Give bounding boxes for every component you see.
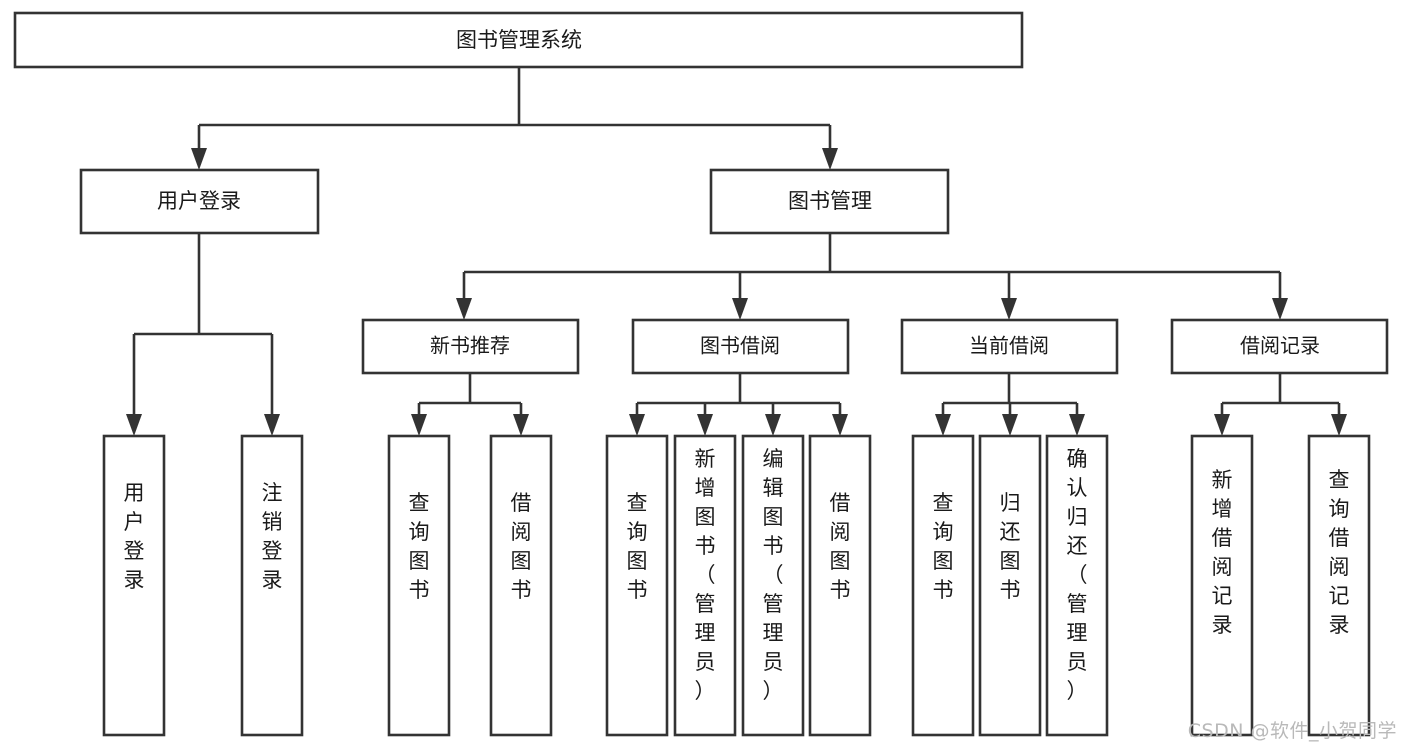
leaf-query-record-label: 查询借阅记录 [1329,468,1350,637]
node-current-borrow-label: 当前借阅 [969,334,1049,358]
node-user-login[interactable]: 用户登录 [79,168,320,235]
arrow-leaf-user-login [126,414,142,436]
leaf-add-book[interactable]: 新增图书（管理员） [673,434,737,737]
leaf-add-book-label: 新增图书（管理员） [695,447,716,703]
arrow-leaf-add-book [697,414,713,436]
arrow-current-borrow [1001,298,1017,320]
node-borrow-record-label: 借阅记录 [1240,334,1320,358]
leaf-query-book-2-box[interactable] [605,434,669,737]
leaf-query-record-box[interactable] [1307,434,1371,737]
leaf-add-book-box[interactable] [673,434,737,737]
leaf-logout-box[interactable] [240,434,304,737]
node-root-box[interactable] [13,11,1024,69]
leaf-borrow-book-2[interactable]: 借阅图书 [808,434,872,737]
leaf-confirm-return-box[interactable] [1045,434,1109,737]
arrow-leaf-query-record [1331,414,1347,436]
node-new-book-recommend[interactable]: 新书推荐 [361,318,580,375]
node-root[interactable]: 图书管理系统 [13,11,1024,69]
node-book-manage-label: 图书管理 [788,189,872,213]
arrow-leaf-edit-book [765,414,781,436]
node-borrow-record-box[interactable] [1170,318,1389,375]
leaf-borrow-book-2-label: 借阅图书 [830,491,851,602]
node-book-borrow-label: 图书借阅 [700,334,780,358]
node-current-borrow[interactable]: 当前借阅 [900,318,1119,375]
leaf-edit-book-label: 编辑图书（管理员） [763,447,784,703]
arrow-leaf-return-book [1002,414,1018,436]
arrow-leaf-logout [264,414,280,436]
leaf-user-login-box[interactable] [102,434,166,737]
leaf-borrow-book-1-box[interactable] [489,434,553,737]
leaf-confirm-return[interactable]: 确认归还（管理员） [1045,434,1109,737]
node-book-manage[interactable]: 图书管理 [709,168,950,235]
csdn-watermark: CSDN @软件_小贺同学 [1187,720,1397,742]
arrow-leaf-borrow-book-1 [513,414,529,436]
node-current-borrow-box[interactable] [900,318,1119,375]
connector-layer [126,67,1347,436]
node-book-borrow[interactable]: 图书借阅 [631,318,850,375]
leaf-query-book-3-box[interactable] [911,434,975,737]
node-book-borrow-box[interactable] [631,318,850,375]
leaf-query-book-3-label: 查询图书 [933,491,954,602]
leaf-add-record-label: 新增借阅记录 [1212,468,1233,637]
leaf-query-book-2-label: 查询图书 [627,491,648,602]
leaf-add-record-box[interactable] [1190,434,1254,737]
arrow-leaf-borrow-book-2 [832,414,848,436]
arrow-user-login [191,148,207,170]
leaf-confirm-return-label: 确认归还（管理员） [1067,447,1088,703]
leaf-query-book-3[interactable]: 查询图书 [911,434,975,737]
leaf-logout[interactable]: 注销登录 [240,434,304,737]
leaf-return-book-label: 归还图书 [1000,491,1021,602]
leaf-query-book-1[interactable]: 查询图书 [387,434,451,737]
leaf-borrow-book-1-label: 借阅图书 [511,491,532,602]
node-new-book-recommend-box[interactable] [361,318,580,375]
leaf-add-record[interactable]: 新增借阅记录 [1190,434,1254,737]
arrow-leaf-add-record [1214,414,1230,436]
leaf-query-book-1-box[interactable] [387,434,451,737]
leaf-return-book[interactable]: 归还图书 [978,434,1042,737]
leaf-query-book-2[interactable]: 查询图书 [605,434,669,737]
leaf-edit-book[interactable]: 编辑图书（管理员） [741,434,805,737]
arrow-new-book-recommend [456,298,472,320]
leaf-borrow-book-2-box[interactable] [808,434,872,737]
node-user-login-box[interactable] [79,168,320,235]
node-book-manage-box[interactable] [709,168,950,235]
leaf-query-book-1-label: 查询图书 [409,491,430,602]
leaf-user-login[interactable]: 用户登录 [102,434,166,737]
leaf-query-record[interactable]: 查询借阅记录 [1307,434,1371,737]
node-root-label: 图书管理系统 [456,28,582,52]
arrow-book-manage [822,148,838,170]
arrow-leaf-query-book-3 [935,414,951,436]
arrow-book-borrow [732,298,748,320]
node-user-login-label: 用户登录 [157,189,241,213]
arrow-leaf-query-book-1 [411,414,427,436]
leaf-logout-label: 注销登录 [262,481,283,592]
arrow-borrow-record [1272,298,1288,320]
leaf-borrow-book-1[interactable]: 借阅图书 [489,434,553,737]
node-new-book-recommend-label: 新书推荐 [430,334,510,358]
leaf-user-login-label: 用户登录 [124,481,145,592]
leaf-edit-book-box[interactable] [741,434,805,737]
arrow-leaf-confirm-return [1069,414,1085,436]
node-borrow-record[interactable]: 借阅记录 [1170,318,1389,375]
arrow-leaf-query-book-2 [629,414,645,436]
leaf-return-book-box[interactable] [978,434,1042,737]
